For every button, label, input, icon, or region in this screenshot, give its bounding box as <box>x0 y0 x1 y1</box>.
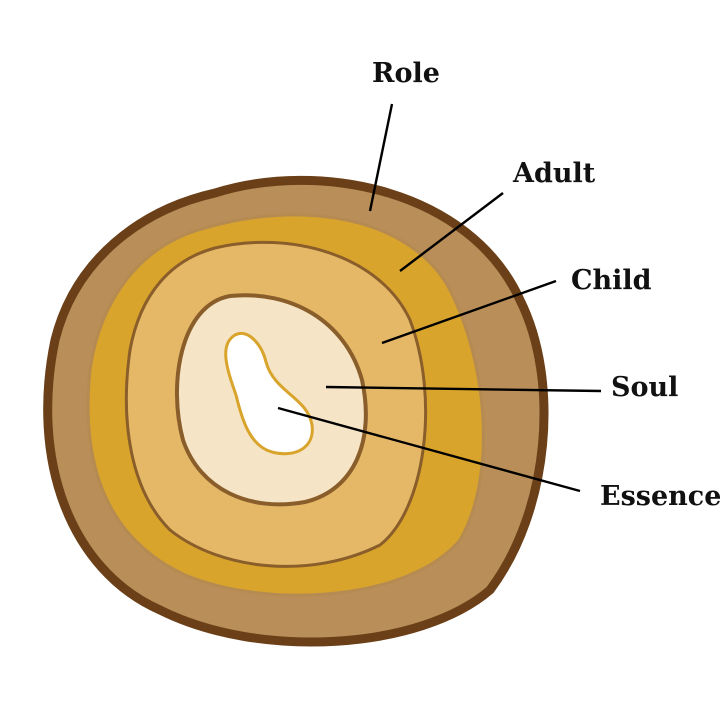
adult-label: Adult <box>512 158 596 189</box>
role-leader-line <box>368 103 394 212</box>
adult-leader-line <box>399 192 504 272</box>
child-label: Child <box>571 265 652 296</box>
soul-label: Soul <box>611 372 678 403</box>
essence-layer <box>224 331 314 456</box>
role-label: Role <box>372 58 440 89</box>
soul-leader-line <box>325 385 602 393</box>
essence-leader-line <box>277 406 581 493</box>
essence-label: Essence <box>600 481 720 512</box>
child-leader-line <box>381 279 557 345</box>
